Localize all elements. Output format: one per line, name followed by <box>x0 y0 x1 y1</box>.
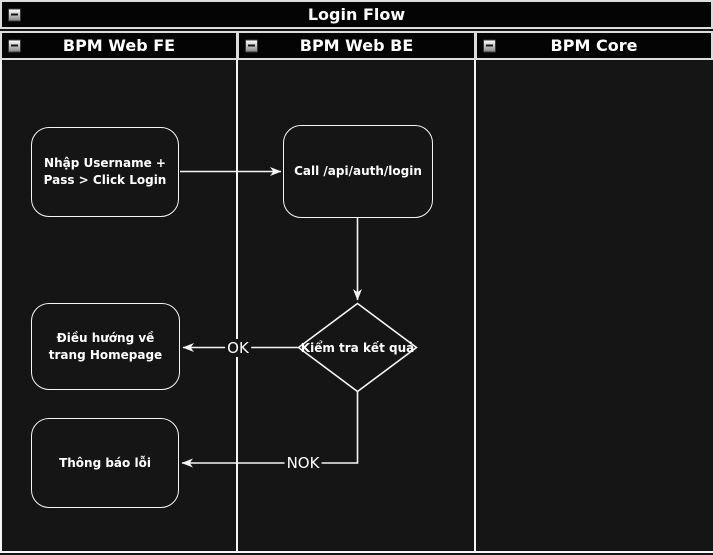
node-call-login-api[interactable]: Call /api/auth/login <box>283 125 433 218</box>
node-label: Nhập Username + Pass > Click Login <box>43 156 167 187</box>
pool-title-bar[interactable]: Login Flow <box>0 0 713 29</box>
node-error-message[interactable]: Thông báo lỗi <box>31 418 179 508</box>
collapse-icon[interactable] <box>8 8 21 21</box>
lane-header-bpm-web-be[interactable]: BPM Web BE <box>237 31 476 60</box>
edge-label-ok[interactable]: OK <box>225 339 251 357</box>
minus-glyph <box>11 44 18 47</box>
node-enter-credentials[interactable]: Nhập Username + Pass > Click Login <box>31 127 179 217</box>
lane-header-bpm-core[interactable]: BPM Core <box>475 31 713 60</box>
node-label: Kiểm tra kết quả <box>300 340 415 355</box>
minus-glyph <box>486 44 493 47</box>
node-label: Điều hướng về trang Homepage <box>48 330 163 362</box>
node-label: Thông báo lỗi <box>59 455 151 470</box>
edge-label-nok[interactable]: NOK <box>284 454 322 472</box>
pool-left-border <box>0 59 2 552</box>
minus-glyph <box>11 13 18 16</box>
node-check-result[interactable]: Kiểm tra kết quả <box>297 303 418 392</box>
lane-title: BPM Web FE <box>62 36 176 55</box>
minus-glyph <box>248 44 255 47</box>
lane-header-bpm-web-fe[interactable]: BPM Web FE <box>0 31 238 60</box>
edge-check-nok-to-error <box>181 391 359 468</box>
collapse-icon[interactable] <box>483 39 496 52</box>
lane-title: BPM Core <box>550 36 638 55</box>
lane-title: BPM Web BE <box>299 36 414 55</box>
lane-divider-2 <box>474 59 476 552</box>
node-label: Call /api/auth/login <box>294 164 422 179</box>
collapse-icon[interactable] <box>8 39 21 52</box>
node-redirect-homepage[interactable]: Điều hướng về trang Homepage <box>31 303 180 390</box>
lane-divider-1 <box>236 59 238 552</box>
collapse-icon[interactable] <box>245 39 258 52</box>
pool-bottom-border <box>0 551 713 553</box>
pool-title: Login Flow <box>307 5 406 24</box>
